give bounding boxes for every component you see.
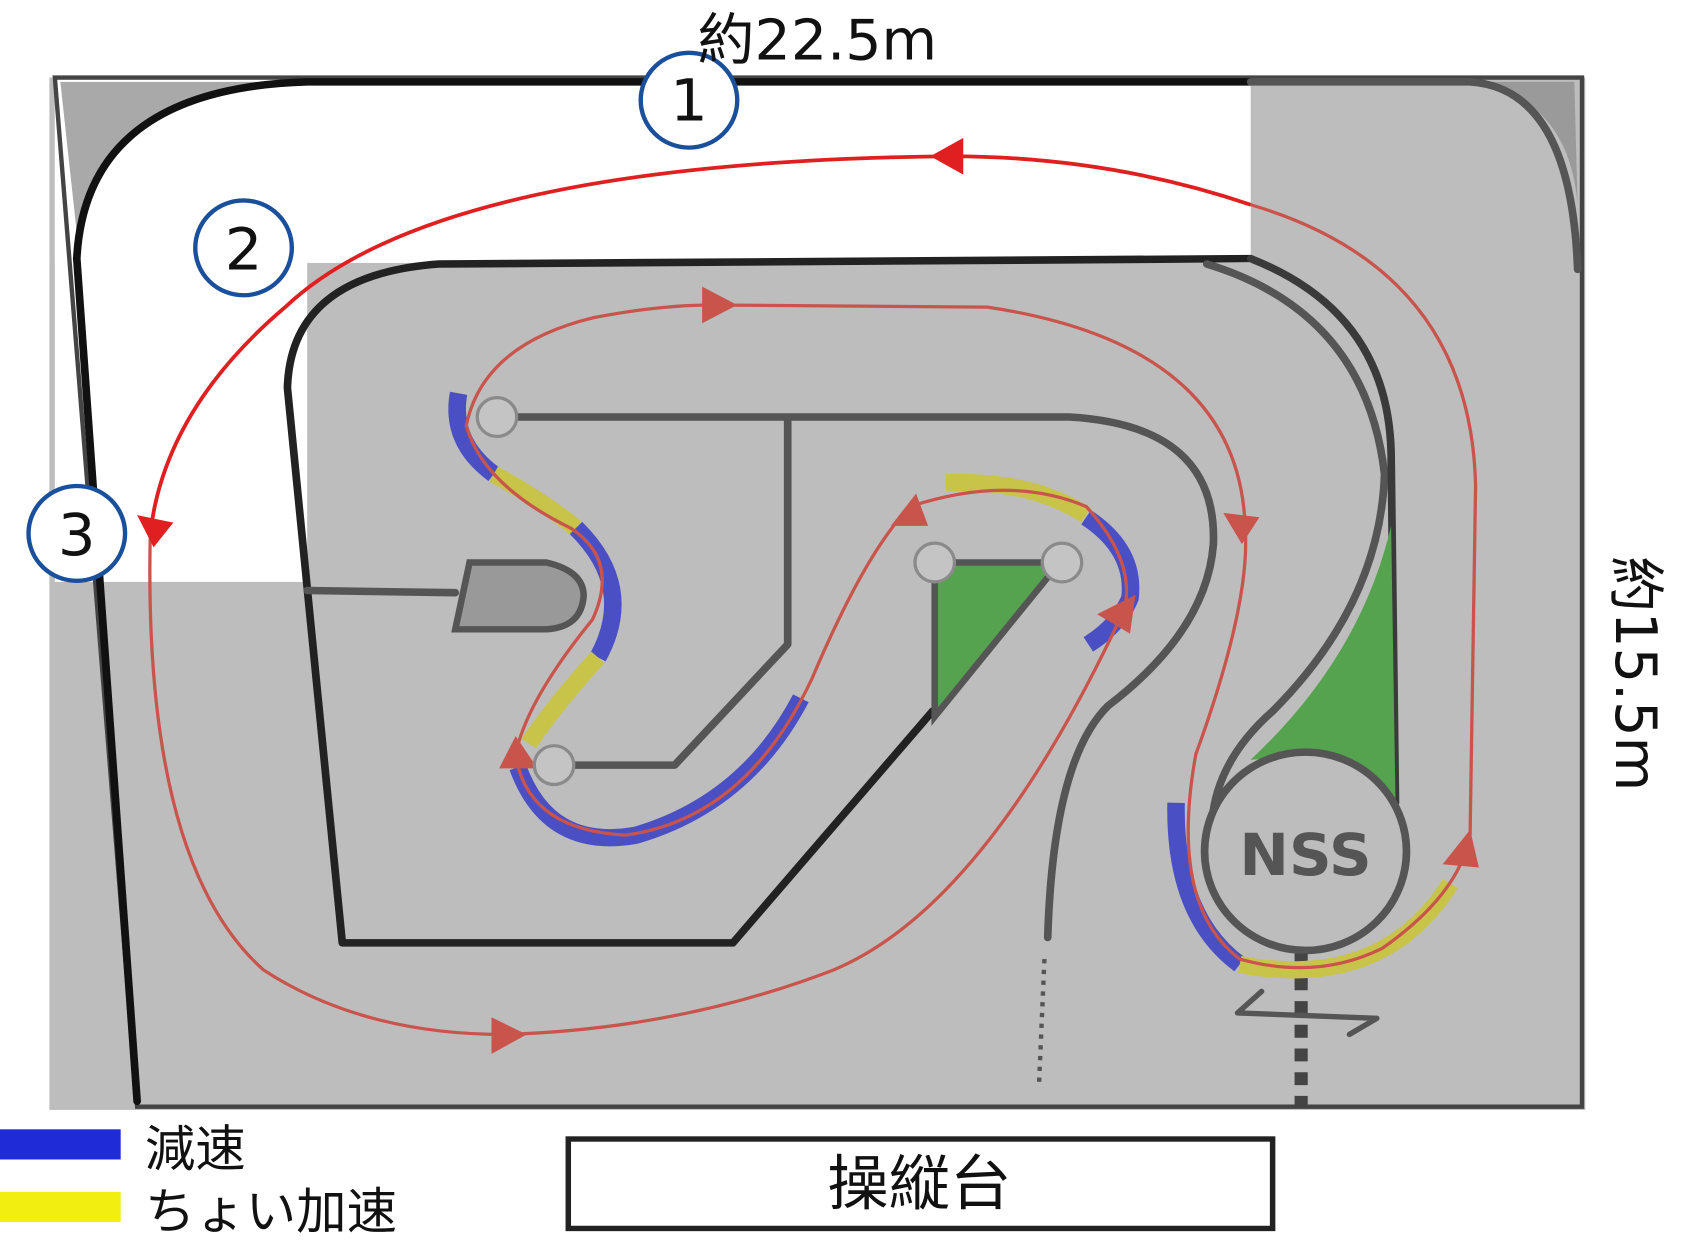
grass-triangle bbox=[931, 559, 1067, 726]
route-arrow-icon bbox=[499, 735, 538, 769]
accel-segment bbox=[489, 466, 582, 535]
track-divider-top bbox=[495, 413, 1218, 942]
height-dimension: 約15.5m bbox=[1602, 556, 1668, 791]
route-arrow-icon bbox=[702, 286, 738, 324]
svg-text:2: 2 bbox=[225, 216, 263, 283]
marker-3: 3 bbox=[26, 483, 128, 583]
marker-2: 2 bbox=[193, 198, 295, 298]
route-arrow-icon bbox=[137, 515, 174, 548]
track-outer-edge bbox=[72, 78, 1255, 1106]
pit-line bbox=[303, 586, 460, 597]
legend-label-decel: 減速 bbox=[145, 1120, 246, 1177]
legend-swatch-accel bbox=[0, 1191, 121, 1222]
legend-label-accel: ちょい加速 bbox=[145, 1183, 397, 1240]
nss-label: NSS bbox=[1239, 821, 1371, 888]
svg-text:1: 1 bbox=[670, 67, 708, 134]
accel-segment bbox=[521, 651, 605, 749]
track-divider-mid bbox=[550, 416, 792, 769]
accel-segment bbox=[945, 473, 1091, 523]
operator-stand-label: 操縦台 bbox=[827, 1149, 1011, 1219]
track-far-right-edge bbox=[1246, 254, 1400, 807]
pylon bbox=[913, 541, 957, 584]
route-lap bbox=[148, 303, 1472, 1037]
grass-right bbox=[1250, 525, 1396, 803]
route-arrow-icon bbox=[1223, 512, 1260, 545]
legend-swatch-decel bbox=[0, 1129, 121, 1160]
track-inner-edge bbox=[283, 254, 1255, 947]
pylon bbox=[475, 396, 519, 439]
pylon bbox=[1040, 541, 1084, 584]
pit-building bbox=[451, 559, 587, 633]
route-outer bbox=[148, 154, 1252, 534]
width-dimension: 約22.5m bbox=[698, 9, 938, 73]
decel-segment bbox=[1167, 802, 1246, 972]
corner-wedge-left bbox=[60, 81, 302, 254]
svg-text:3: 3 bbox=[58, 501, 96, 568]
nss-loop bbox=[1200, 748, 1411, 955]
start-marker bbox=[1234, 988, 1380, 1038]
track-right-edge bbox=[1202, 260, 1389, 823]
operator-stand bbox=[565, 1136, 1276, 1232]
route-arrow-icon bbox=[491, 1017, 527, 1054]
route-outer-right bbox=[1250, 203, 1478, 836]
track-outer-edge-right bbox=[1246, 78, 1582, 274]
route-arrow-icon bbox=[1097, 594, 1136, 634]
corner-wedge-right bbox=[1470, 81, 1578, 205]
route-arrow-icon bbox=[890, 493, 929, 526]
decel-segment bbox=[448, 391, 500, 482]
pylon bbox=[532, 744, 576, 787]
route-arrow-icon bbox=[930, 137, 964, 175]
route-arrow-icon bbox=[1442, 829, 1479, 868]
pylons bbox=[475, 396, 1084, 787]
marker-1: 1 bbox=[638, 50, 740, 150]
